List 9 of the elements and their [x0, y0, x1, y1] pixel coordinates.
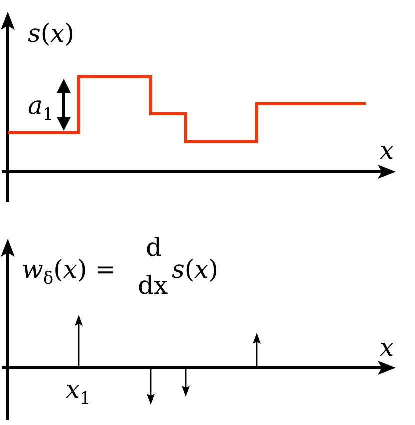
formula-text: s(x)	[172, 257, 218, 282]
axis-label: x	[380, 138, 394, 163]
formula-text: w$_{δ}$(x) =	[22, 257, 116, 282]
amplitude-label: a$_{1}$	[28, 93, 54, 118]
fraction-denominator: dx	[138, 273, 168, 298]
position-label: x$_{1}$	[66, 377, 91, 402]
function-label: s(x)	[28, 21, 74, 46]
axis-label: x	[380, 335, 394, 360]
fraction-numerator: d	[146, 235, 162, 260]
